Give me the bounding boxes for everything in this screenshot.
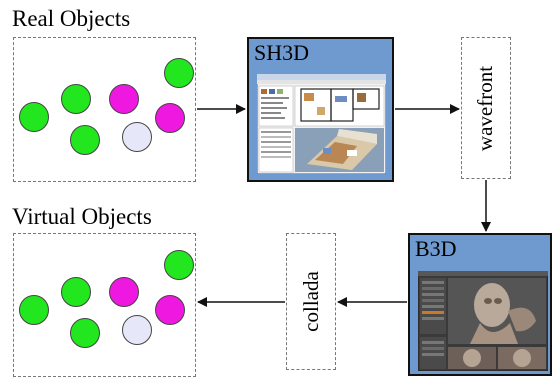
object-circle (164, 58, 194, 88)
collada-format-box: collada (286, 233, 336, 370)
object-circle (19, 102, 49, 132)
b3d-box: B3D (408, 233, 552, 376)
object-circle (109, 277, 139, 307)
object-circle (122, 122, 152, 152)
object-circle (164, 250, 194, 280)
object-circle (155, 295, 185, 325)
b3d-title: B3D (415, 236, 457, 261)
object-circle (61, 84, 91, 114)
object-circle (70, 125, 100, 155)
object-circle (109, 84, 139, 114)
object-circle (122, 315, 152, 345)
real-objects-box (13, 37, 196, 182)
object-circle (155, 103, 185, 133)
real-objects-label: Real Objects (12, 6, 131, 31)
virtual-objects-label: Virtual Objects (12, 204, 152, 229)
object-circle (70, 318, 100, 348)
sh3d-title: SH3D (254, 40, 310, 65)
sh3d-screenshot (257, 74, 386, 174)
wavefront-format-box: wavefront (461, 37, 511, 179)
sh3d-box: SH3D (247, 37, 394, 182)
b3d-screenshot (418, 271, 548, 371)
object-circle (61, 277, 91, 307)
object-circle (19, 295, 49, 325)
virtual-objects-box (13, 233, 196, 377)
